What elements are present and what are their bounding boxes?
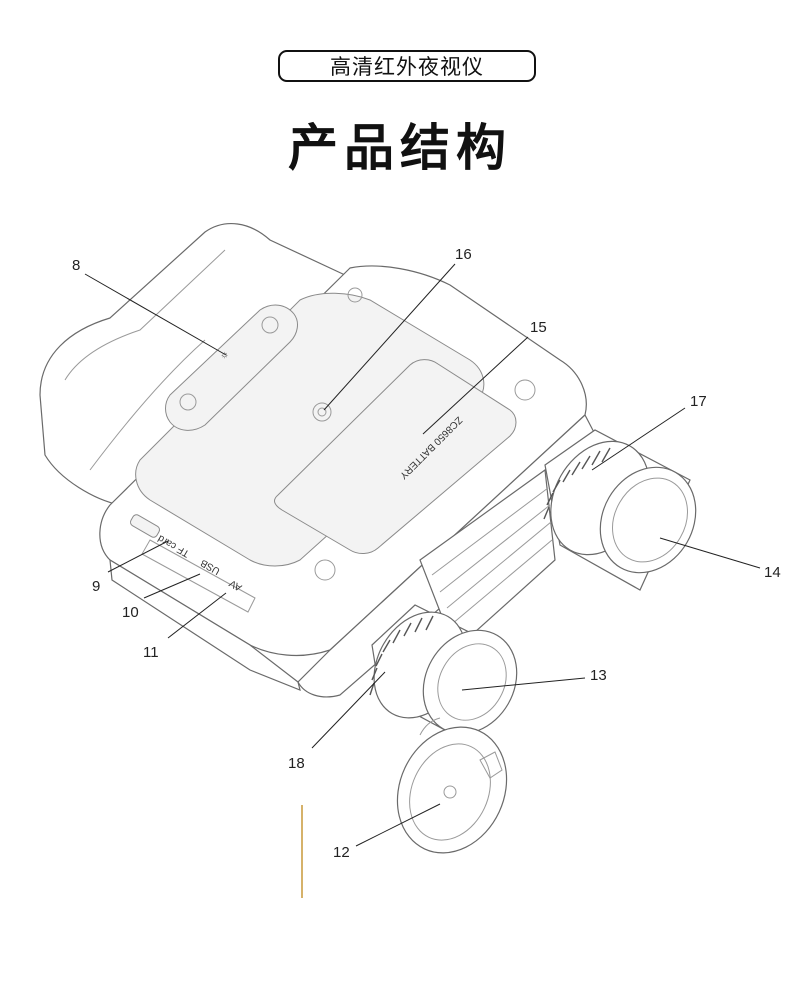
callout-14: 14 bbox=[764, 564, 781, 581]
right-lens bbox=[599, 466, 697, 574]
callout-12: 12 bbox=[333, 844, 350, 861]
callout-16: 16 bbox=[455, 246, 472, 263]
callout-9: 9 bbox=[92, 578, 100, 595]
callout-15: 15 bbox=[530, 319, 547, 336]
leader-lines bbox=[84, 263, 761, 847]
port-panel bbox=[141, 539, 256, 613]
callout-8: 8 bbox=[72, 257, 80, 274]
callout-18: 18 bbox=[288, 755, 305, 772]
device-illustration: ☼ ZC8650 BATTERY TF card USB AV bbox=[39, 223, 697, 854]
callout-17: 17 bbox=[690, 393, 707, 410]
objective-ring bbox=[422, 629, 518, 735]
callout-10: 10 bbox=[122, 604, 139, 621]
tripod-screw bbox=[312, 402, 332, 422]
power-slider bbox=[129, 514, 161, 538]
right-objective bbox=[543, 429, 697, 591]
product-type-badge: 高清红外夜视仪 bbox=[278, 50, 536, 82]
page-title: 产品结构 bbox=[288, 119, 512, 177]
rear-eyecup bbox=[39, 223, 347, 506]
callout-11: 11 bbox=[143, 644, 159, 661]
product-type-label: 高清红外夜视仪 bbox=[330, 55, 484, 79]
left-objective bbox=[369, 604, 518, 735]
callout-numbers: 8 16 15 17 14 13 9 10 11 18 12 bbox=[72, 246, 781, 861]
callout-13: 13 bbox=[590, 667, 607, 684]
battery-cover bbox=[274, 359, 517, 554]
lens-cap bbox=[396, 717, 508, 854]
button-strip bbox=[165, 304, 298, 431]
